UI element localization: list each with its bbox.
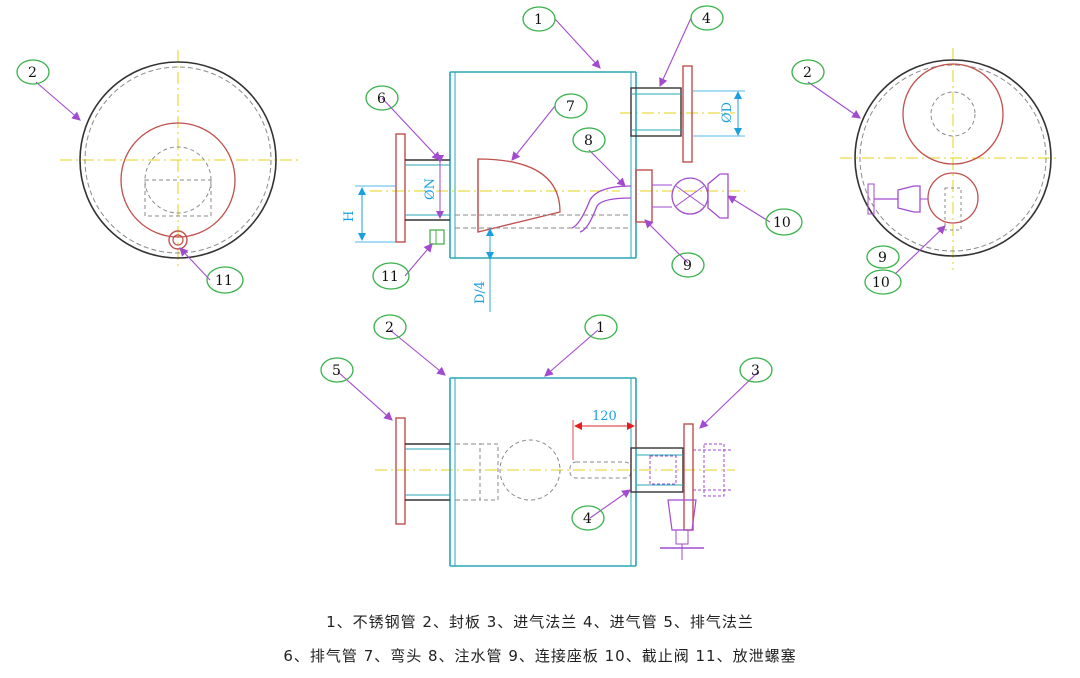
callout-7: 7 [566,99,575,115]
legend-line-2: 6、排气管 7、弯头 8、注水管 9、连接座板 10、截止阀 11、放泄螺塞 [283,647,797,665]
dim-h: H [342,211,357,222]
right-end-view [840,48,1060,270]
callout-4-bottom: 4 [583,511,592,527]
callout-10-right: 10 [872,275,890,291]
callout-1-bottom: 1 [596,320,605,336]
bottom-plan-view [375,377,735,567]
left-end-view [60,50,300,270]
callout-4-top: 4 [702,11,711,27]
technical-drawing: ØD ØN H D/4 120 [16,5,1060,567]
dimensions: ØD ØN H D/4 120 [342,90,745,460]
dim-d4: D/4 [473,281,488,304]
callout-5: 5 [332,363,341,379]
callout-11-left: 11 [215,273,233,289]
callout-8: 8 [584,133,593,149]
callout-3: 3 [751,363,760,379]
callout-11-mid: 11 [381,269,399,285]
callout-9-right: 9 [878,250,887,266]
top-section-view [370,65,745,259]
dim-120: 120 [592,409,617,424]
callout-10-mid: 10 [773,215,791,231]
callout-6: 6 [377,91,386,107]
leader-lines [35,17,946,519]
callout-9-mid: 9 [683,258,692,274]
dim-on: ØN [423,178,438,200]
callouts: 1 2 4 6 7 8 2 11 11 10 9 9 10 2 1 5 3 [16,5,902,531]
callout-2-bottom: 2 [385,320,394,336]
callout-2-left: 2 [28,65,37,81]
legend-line-1: 1、不锈钢管 2、封板 3、进气法兰 4、进气管 5、排气法兰 [326,613,754,631]
callout-2-right: 2 [803,65,812,81]
dim-od: ØD [720,102,735,123]
callout-1-top: 1 [534,12,543,28]
